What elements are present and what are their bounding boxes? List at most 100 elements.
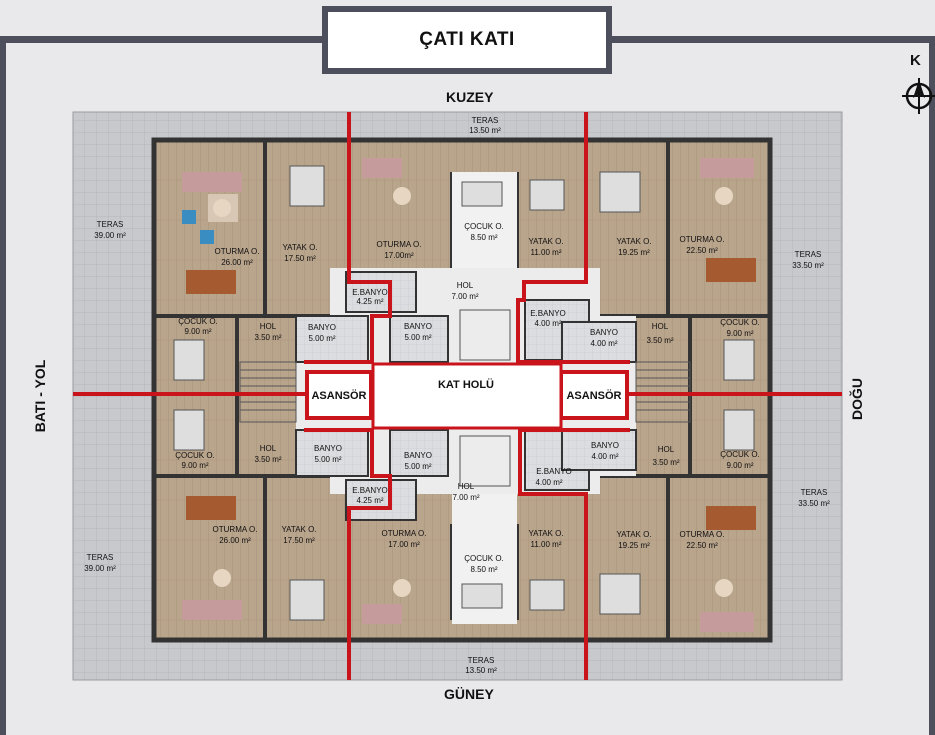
room-area: 7.00 m²	[451, 292, 478, 301]
room-name: HOL	[457, 281, 474, 290]
floor-hall-label: KAT HOLÜ	[438, 378, 494, 391]
title-box: ÇATI KATI	[322, 6, 612, 74]
terrace-area: 39.00 m²	[84, 564, 116, 573]
room-name: HOL	[658, 445, 675, 454]
room-name: BANYO	[308, 323, 336, 332]
room-name: YATAK O.	[528, 237, 563, 246]
direction-north: KUZEY	[446, 89, 494, 105]
room-name: ÇOCUK O.	[175, 451, 215, 460]
room-area: 7.00 m²	[452, 493, 479, 502]
room-name: HOL	[458, 482, 475, 491]
frame-right	[929, 36, 935, 735]
room-area: 5.00 m²	[404, 462, 431, 471]
room-area: 11.00 m²	[531, 248, 562, 257]
room-name: YATAK O.	[282, 243, 317, 252]
room-area: 8.50 m²	[470, 565, 497, 574]
terrace-name: TERAS	[97, 220, 124, 229]
room-name: HOL	[260, 322, 277, 331]
frame-top-right	[612, 36, 935, 43]
room-area: 9.00 m²	[726, 329, 753, 338]
room-name: BANYO	[590, 328, 618, 337]
room-area: 19.25 m²	[618, 541, 650, 550]
room-name: ÇOCUK O.	[720, 318, 760, 327]
room-area: 22.50 m²	[686, 541, 718, 550]
elevator-label-left: ASANSÖR	[311, 389, 366, 402]
room-area: 3.50 m²	[652, 458, 679, 467]
room-labels: OTURMA O. 26.00 m² YATAK O. 17.50 m² OTURM…	[175, 222, 760, 574]
room-name: OTURMA O.	[377, 240, 422, 249]
room-area: 4.00 m²	[590, 339, 617, 348]
terrace-area: 39.00 m²	[94, 231, 126, 240]
terrace-name: TERAS	[472, 116, 499, 125]
terrace-area: 33.50 m²	[798, 499, 830, 508]
room-name: BANYO	[591, 441, 619, 450]
room-name: OTURMA O.	[680, 530, 725, 539]
frame-left	[0, 36, 6, 735]
room-area: 22.50 m²	[686, 246, 718, 255]
room-name: ÇOCUK O.	[178, 317, 218, 326]
floor-hall	[371, 362, 563, 430]
room-name: HOL	[652, 322, 669, 331]
room-name: E.BANYO	[352, 486, 388, 495]
room-area: 9.00 m²	[184, 327, 211, 336]
compass-north-icon	[902, 78, 935, 114]
compass: K	[902, 52, 935, 127]
terrace-area: 13.50 m²	[465, 666, 497, 675]
room-name: ÇOCUK O.	[464, 222, 504, 231]
room-area: 17.50 m²	[284, 254, 316, 263]
elevator-right	[559, 370, 629, 420]
frame-top-left	[0, 36, 322, 43]
room-area: 4.25 m²	[356, 297, 383, 306]
room-area: 9.00 m²	[726, 461, 753, 470]
room-area: 4.00 m²	[591, 452, 618, 461]
room-area: 8.50 m²	[470, 233, 497, 242]
room-name: BANYO	[404, 451, 432, 460]
terrace-name: TERAS	[468, 656, 495, 665]
elevator-left	[305, 370, 373, 420]
room-name: E.BANYO	[536, 467, 572, 476]
room-area: 5.00 m²	[404, 333, 431, 342]
page-title: ÇATI KATI	[419, 29, 515, 50]
room-area: 9.00 m²	[181, 461, 208, 470]
room-area: 17.00m²	[384, 251, 414, 260]
room-name: OTURMA O.	[382, 529, 427, 538]
room-name: OTURMA O.	[215, 247, 260, 256]
room-name: YATAK O.	[616, 530, 651, 539]
room-name: OTURMA O.	[680, 235, 725, 244]
room-area: 17.00 m²	[388, 540, 420, 549]
room-area: 4.25 m²	[356, 496, 383, 505]
room-area: 3.50 m²	[254, 455, 281, 464]
terrace-name: TERAS	[87, 553, 114, 562]
terrace-area: 33.50 m²	[792, 261, 824, 270]
room-area: 4.00 m²	[534, 319, 561, 328]
room-name: BANYO	[314, 444, 342, 453]
room-area: 4.00 m²	[535, 478, 562, 487]
compass-letter: K	[910, 52, 921, 69]
furniture	[173, 158, 756, 632]
terrace-name: TERAS	[795, 250, 822, 259]
room-area: 19.25 m²	[618, 248, 650, 257]
room-area: 5.00 m²	[314, 455, 341, 464]
room-name: OTURMA O.	[213, 525, 258, 534]
room-name: ÇOCUK O.	[464, 554, 504, 563]
room-area: 26.00 m²	[219, 536, 251, 545]
room-name: E.BANYO	[352, 288, 388, 297]
room-name: YATAK O.	[616, 237, 651, 246]
bathrooms	[295, 271, 637, 521]
room-area: 26.00 m²	[221, 258, 253, 267]
terrace-area: 13.50 m²	[469, 126, 501, 135]
room-area: 11.00 m²	[531, 540, 562, 549]
elevator-label-right: ASANSÖR	[566, 389, 621, 402]
room-name: HOL	[260, 444, 277, 453]
room-area: 17.50 m²	[283, 536, 315, 545]
room-name: YATAK O.	[528, 529, 563, 538]
direction-south: GÜNEY	[444, 686, 494, 702]
room-name: YATAK O.	[281, 525, 316, 534]
terrace-labels: TERAS 13.50 m² TERAS 39.00 m² TERAS 33.5…	[84, 116, 830, 675]
room-area: 3.50 m²	[646, 336, 673, 345]
room-area: 3.50 m²	[254, 333, 281, 342]
room-name: ÇOCUK O.	[720, 450, 760, 459]
terrace-name: TERAS	[801, 488, 828, 497]
room-name: E.BANYO	[530, 309, 566, 318]
